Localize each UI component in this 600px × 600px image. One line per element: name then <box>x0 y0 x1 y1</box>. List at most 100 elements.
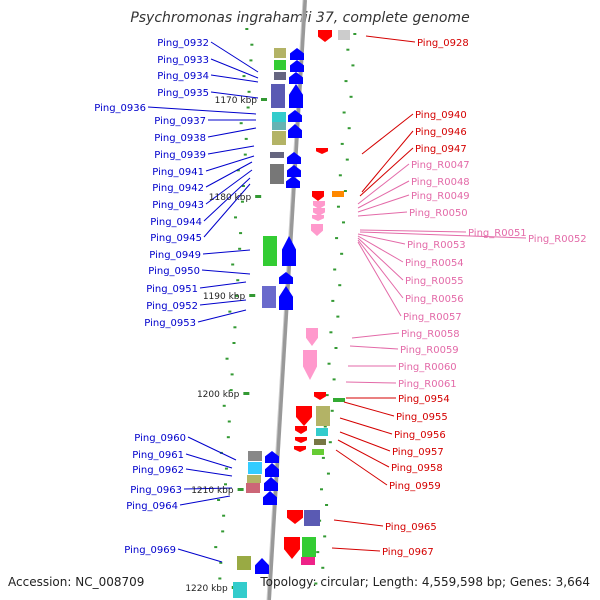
label-connector <box>331 547 381 552</box>
gene-block-right <box>316 428 328 436</box>
strand-tick-right <box>325 504 329 506</box>
label-connector <box>357 237 404 281</box>
left-gene-label: Ping_0951 <box>146 284 198 295</box>
label-connector <box>207 145 255 155</box>
strand-tick-left <box>246 106 250 109</box>
label-connector <box>210 41 259 73</box>
left-gene-label: Ping_0941 <box>152 167 204 178</box>
strand-tick-left <box>225 357 229 360</box>
strand-tick-right <box>327 362 331 365</box>
label-connector <box>205 155 255 172</box>
right-gene-label: Ping_0956 <box>394 430 446 441</box>
label-connector <box>185 468 233 477</box>
rna-gene-label: Ping_R0058 <box>401 329 460 340</box>
label-connector <box>357 233 406 245</box>
strand-tick-left <box>214 546 218 549</box>
reverse-gene-arrow <box>312 191 324 201</box>
label-connector <box>207 127 257 138</box>
scale-label: 1200 kbp <box>197 390 240 400</box>
gene-block-left <box>248 451 262 461</box>
rna-feature <box>313 208 325 216</box>
strand-tick-left <box>236 279 240 282</box>
label-connector <box>147 106 257 115</box>
topology-text: Topology: circular; Length: 4,559,598 bp… <box>260 575 590 589</box>
forward-gene-arrow <box>288 110 302 122</box>
connectors-layer <box>147 35 527 563</box>
gene-block-left <box>248 462 262 474</box>
rna-gene-label: Ping_R0057 <box>403 312 462 323</box>
gene-block-left <box>274 60 286 70</box>
right-gene-label: Ping_0958 <box>391 463 443 474</box>
gene-block-left <box>233 582 247 598</box>
label-connector <box>349 345 399 350</box>
label-connector <box>205 161 253 188</box>
gene-block-left <box>247 475 261 483</box>
strand-tick-left <box>226 436 230 439</box>
gene-block-right <box>302 537 316 557</box>
right-gene-label: Ping_0955 <box>396 412 448 423</box>
right-gene-label: Ping_0954 <box>398 394 450 405</box>
label-connector <box>201 269 251 275</box>
strand-tick-left <box>219 561 223 564</box>
strand-tick-right <box>316 551 320 554</box>
gene-block-right <box>333 398 345 402</box>
rna-feature <box>311 224 323 236</box>
gene-block-left <box>263 236 277 266</box>
strand-tick-right <box>335 237 339 240</box>
strand-tick-right <box>344 80 348 83</box>
label-connector <box>337 439 390 468</box>
gene-block-right <box>332 191 344 197</box>
forward-gene-arrow <box>264 477 278 491</box>
right-gene-label: Ping_0946 <box>415 127 467 138</box>
gene-block-left <box>274 72 286 80</box>
strand-tick-left <box>229 389 233 392</box>
scale-label: 1220 kbp <box>185 584 228 594</box>
strand-tick-left <box>217 499 221 501</box>
label-connector <box>339 417 393 435</box>
label-connector <box>210 58 259 79</box>
scale-label: 1210 kbp <box>191 486 234 496</box>
left-gene-label: Ping_0936 <box>94 103 146 114</box>
label-connector <box>359 147 414 197</box>
strand-tick-right <box>325 394 329 397</box>
rna-gene-label: Ping_R0050 <box>409 208 468 219</box>
label-connector <box>183 487 233 490</box>
forward-gene-arrow <box>279 272 293 284</box>
gene-block-left <box>272 122 286 130</box>
label-connector <box>177 548 223 563</box>
left-gene-label: Ping_0944 <box>150 217 202 228</box>
strand-tick-right <box>345 158 349 161</box>
left-gene-label: Ping_0961 <box>132 450 184 461</box>
scale-mark <box>237 488 244 491</box>
label-connector <box>357 180 410 209</box>
strand-tick-left <box>249 59 253 62</box>
left-gene-label: Ping_0962 <box>132 465 184 476</box>
label-connector <box>351 332 400 339</box>
label-connector <box>357 241 402 317</box>
left-gene-label: Ping_0934 <box>157 71 209 82</box>
forward-gene-arrow <box>290 60 304 72</box>
label-connector <box>179 495 231 506</box>
left-gene-label: Ping_0939 <box>154 150 206 161</box>
strand-tick-left <box>222 404 226 407</box>
scale-mark <box>249 294 256 297</box>
gene-block-left <box>270 164 284 184</box>
label-connector <box>339 431 391 452</box>
label-connector <box>357 163 410 205</box>
strand-tick-right <box>333 268 337 271</box>
right-gene-label: Ping_0957 <box>392 447 444 458</box>
gene-block-left <box>270 152 284 158</box>
strand-tick-left <box>241 185 245 187</box>
left-gene-label: Ping_0932 <box>157 38 209 49</box>
left-gene-label: Ping_0950 <box>148 266 200 277</box>
left-gene-label: Ping_0942 <box>152 183 204 194</box>
rna-gene-label: Ping_R0056 <box>405 294 464 305</box>
label-connector <box>187 436 237 461</box>
forward-gene-arrow <box>288 124 302 138</box>
strand-tick-right <box>329 331 333 334</box>
rna-gene-label: Ping_R0049 <box>411 191 470 202</box>
strand-tick-right <box>321 456 325 459</box>
gene-block-right <box>338 30 350 40</box>
strand-tick-left <box>232 342 236 344</box>
